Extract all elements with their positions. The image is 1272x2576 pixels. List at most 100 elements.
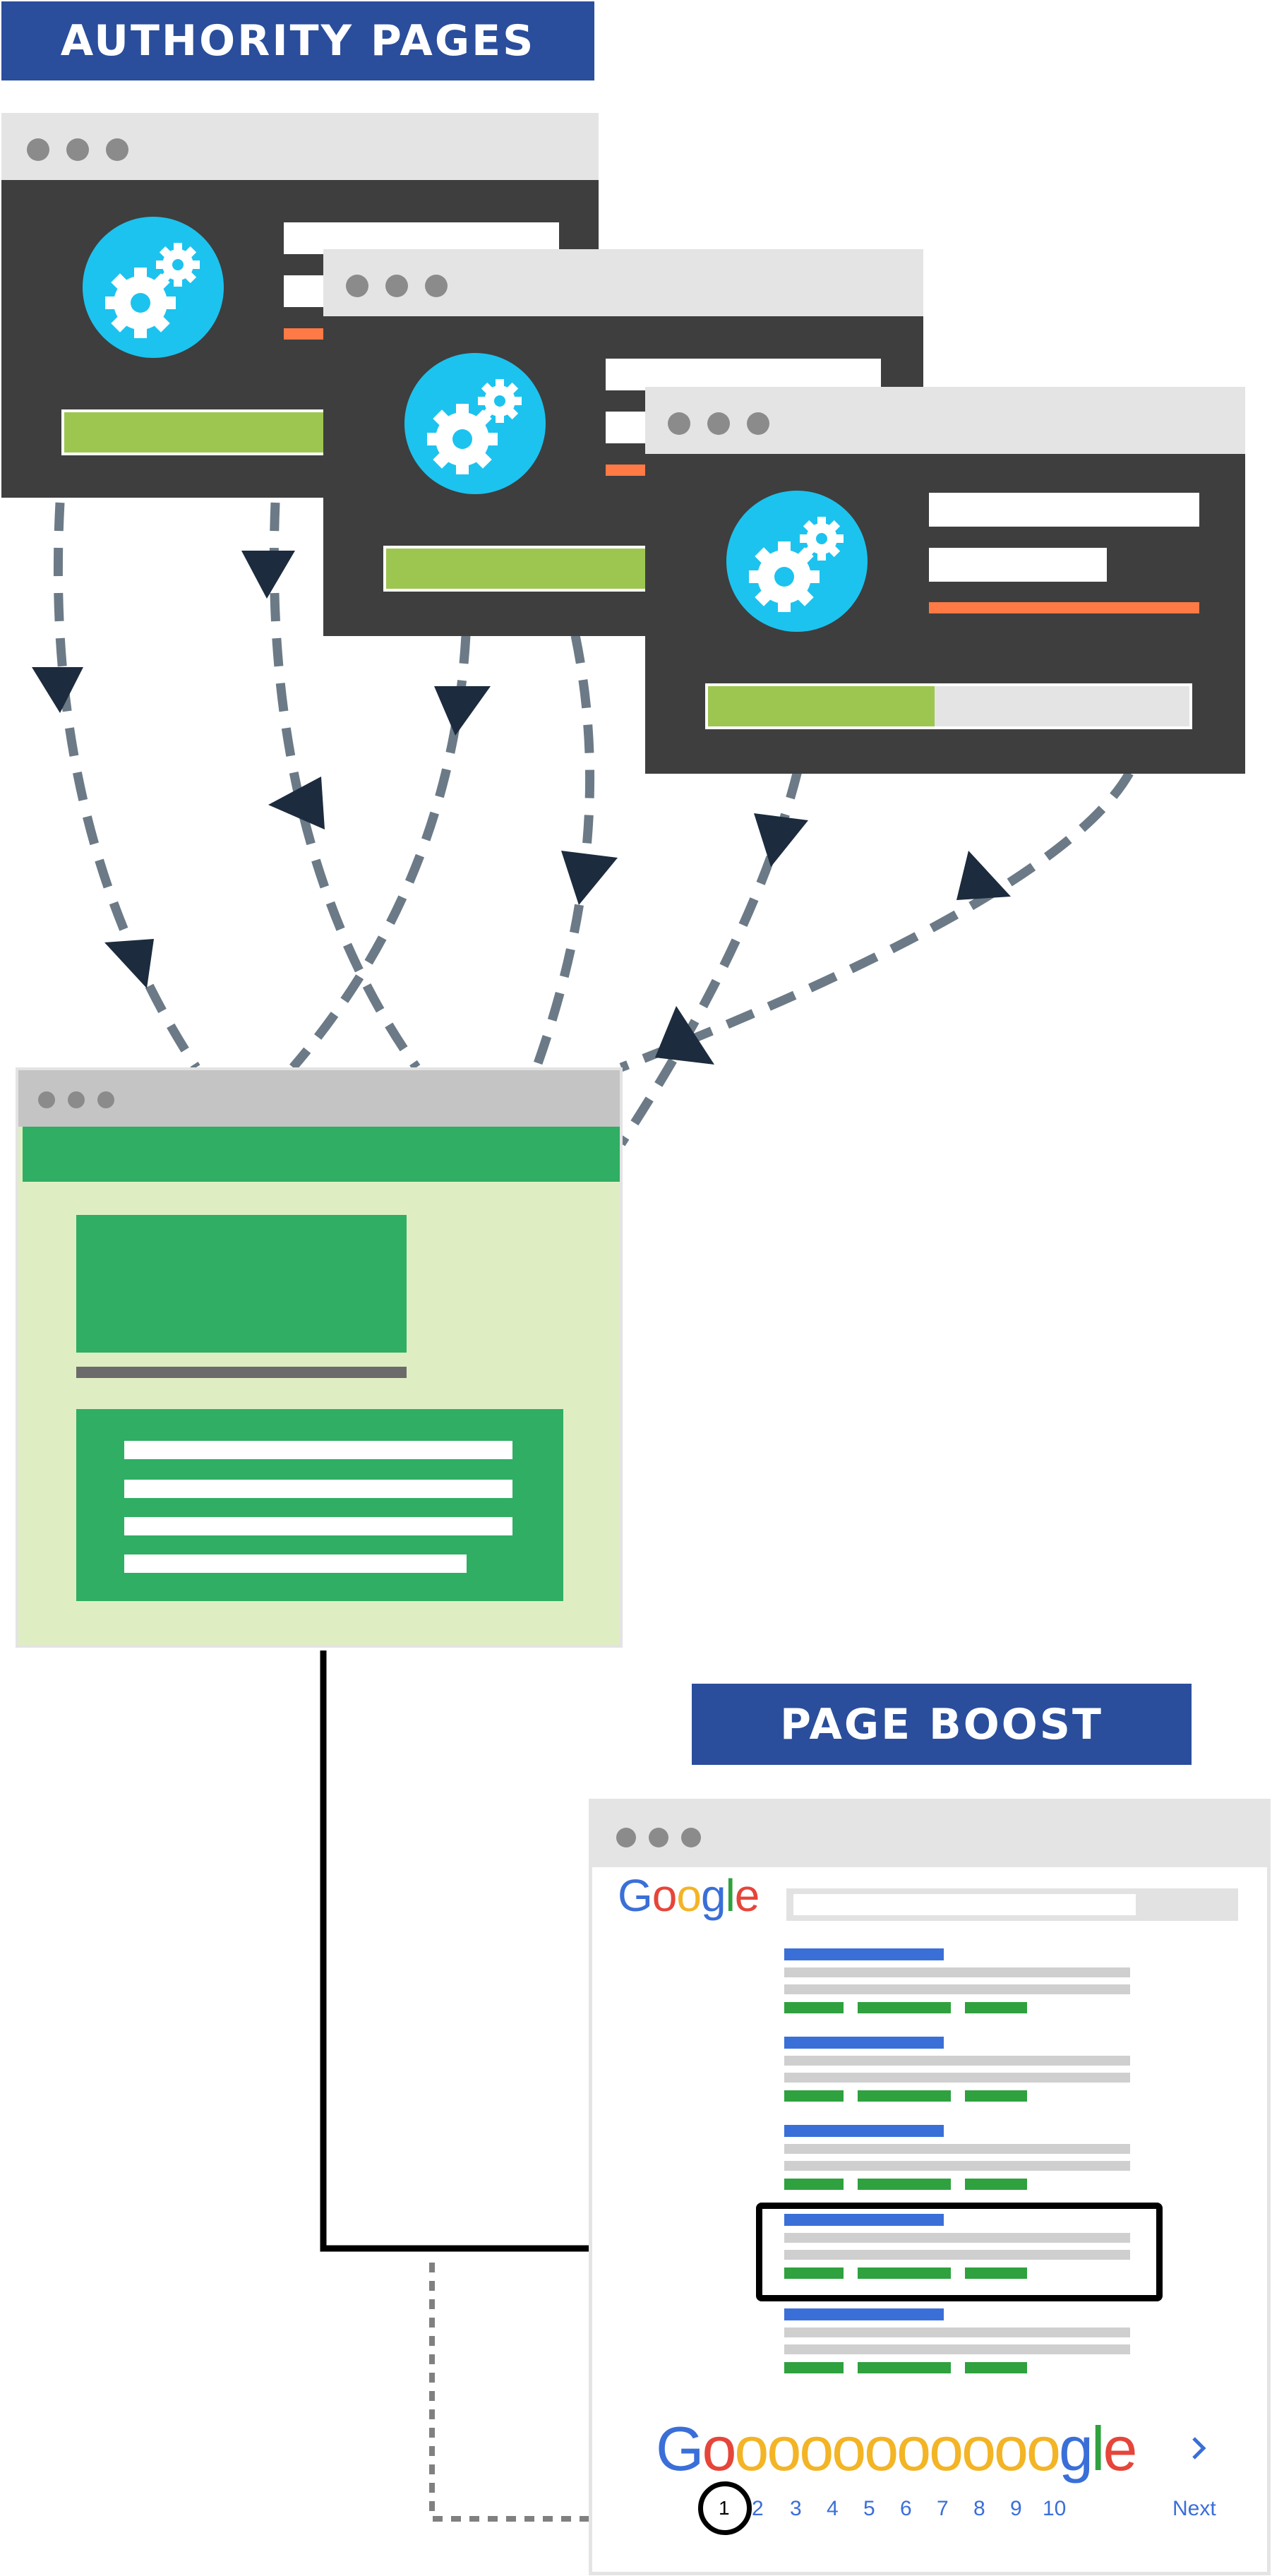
gears-icon — [404, 353, 546, 494]
search-result-highlighted[interactable] — [784, 2214, 1137, 2279]
arrowhead-2 — [104, 939, 154, 988]
arrowhead-5 — [434, 686, 491, 736]
text-line-placeholder — [606, 359, 881, 390]
logo-letter: g — [1058, 2414, 1093, 2484]
window-body — [645, 454, 1245, 774]
hero-image-block — [76, 1215, 407, 1353]
page-number-5[interactable]: 5 — [863, 2497, 875, 2520]
window-titlebar — [1, 113, 599, 180]
window-dot-icon — [97, 1091, 114, 1108]
window-dot-icon — [747, 412, 769, 435]
progress-fill — [708, 686, 935, 726]
progress-track — [705, 683, 1192, 729]
logo-letter: o — [652, 1870, 678, 1921]
logo-letter: l — [725, 1870, 736, 1921]
result-url-segment — [965, 2362, 1027, 2373]
content-line — [124, 1441, 512, 1459]
page-boost-badge: PAGE BOOST — [692, 1684, 1192, 1765]
gears-icon — [83, 217, 224, 358]
arrowhead-8 — [956, 851, 1011, 900]
logo-letter: o — [994, 2414, 1028, 2484]
result-title-line — [784, 2125, 944, 2137]
search-input-field — [793, 1894, 1136, 1915]
logo-letter: o — [767, 2414, 801, 2484]
page-number-4[interactable]: 4 — [827, 2497, 839, 2520]
result-snippet-line — [784, 2073, 1130, 2083]
result-url-segment — [965, 2179, 1027, 2190]
page-number-2[interactable]: 2 — [752, 2497, 764, 2520]
logo-letter: o — [864, 2414, 899, 2484]
text-line-placeholder — [929, 493, 1199, 527]
divider-line — [76, 1367, 407, 1378]
window-dot-icon — [346, 275, 368, 297]
content-line — [124, 1480, 512, 1498]
result-url-segment — [784, 2179, 844, 2190]
logo-letter: o — [896, 2414, 931, 2484]
page-number-10[interactable]: 10 — [1043, 2497, 1067, 2520]
window-dot-icon — [681, 1828, 701, 1847]
content-line — [124, 1554, 467, 1573]
next-chevron-icon[interactable] — [1185, 2434, 1213, 2462]
result-url-segment — [858, 2002, 951, 2013]
logo-letter: o — [832, 2414, 866, 2484]
window-titlebar — [592, 1802, 1267, 1867]
logo-letter: o — [961, 2414, 996, 2484]
result-url-segment — [784, 2362, 844, 2373]
logo-letter: o — [799, 2414, 834, 2484]
result-title-line — [784, 2308, 944, 2320]
page-number-9[interactable]: 9 — [1010, 2497, 1022, 2520]
window-dot-icon — [668, 412, 690, 435]
result-title-line — [784, 2214, 944, 2226]
arrowhead-7 — [754, 813, 808, 867]
gears-icon — [726, 491, 868, 632]
search-result[interactable] — [784, 2308, 1137, 2373]
window-dot-icon — [425, 275, 448, 297]
text-line-placeholder — [929, 548, 1107, 582]
result-title-line — [784, 1948, 944, 1960]
link-path-6 — [619, 770, 1134, 1072]
page-header-bar — [23, 1127, 620, 1182]
arrowhead-6 — [561, 851, 618, 905]
result-snippet-line — [784, 2233, 1130, 2243]
window-titlebar — [18, 1070, 620, 1127]
window-dot-icon — [385, 275, 408, 297]
logo-letter: o — [676, 1870, 702, 1921]
search-result[interactable] — [784, 1948, 1137, 2013]
content-line — [124, 1517, 512, 1535]
logo-letter: o — [702, 2414, 736, 2484]
result-url-segment — [965, 2090, 1027, 2102]
search-result[interactable] — [784, 2037, 1137, 2102]
window-titlebar — [323, 249, 923, 316]
page-number-6[interactable]: 6 — [900, 2497, 912, 2520]
window-titlebar — [645, 387, 1245, 454]
page-number-7[interactable]: 7 — [937, 2497, 949, 2520]
link-path-2 — [269, 502, 421, 1070]
result-url-segment — [858, 2268, 951, 2279]
target-page-window — [16, 1067, 623, 1648]
result-url-segment — [858, 2179, 951, 2190]
search-input[interactable] — [786, 1888, 1238, 1921]
window-dot-icon — [68, 1091, 85, 1108]
content-block — [76, 1409, 563, 1601]
arrowhead-3 — [241, 551, 295, 599]
logo-letter: o — [1026, 2414, 1061, 2484]
window-dot-icon — [707, 412, 730, 435]
logo-letter: o — [734, 2414, 769, 2484]
next-page-link[interactable]: Next — [1172, 2497, 1216, 2520]
page-number-3[interactable]: 3 — [790, 2497, 802, 2520]
page-number-8[interactable]: 8 — [973, 2497, 985, 2520]
result-url-segment — [965, 2002, 1027, 2013]
search-result[interactable] — [784, 2125, 1137, 2190]
window-dot-icon — [616, 1828, 636, 1847]
result-url-segment — [858, 2090, 951, 2102]
window-dot-icon — [38, 1091, 55, 1108]
window-dot-icon — [66, 138, 89, 161]
result-url-segment — [858, 2362, 951, 2373]
result-title-line — [784, 2037, 944, 2049]
logo-letter: G — [656, 2414, 704, 2484]
page-number-1[interactable]: 1 — [719, 2497, 730, 2519]
result-snippet-line — [784, 1967, 1130, 1977]
result-url-segment — [965, 2268, 1027, 2279]
link-path-4 — [532, 634, 595, 1070]
authority-pages-badge: AUTHORITY PAGES — [1, 1, 594, 80]
